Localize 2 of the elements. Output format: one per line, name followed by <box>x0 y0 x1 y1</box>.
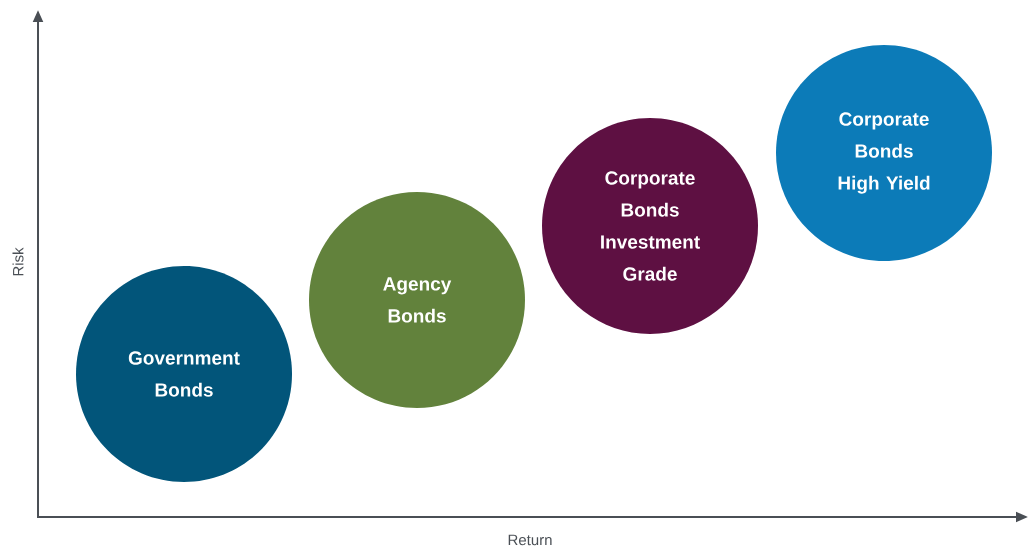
axis-label: Risk <box>12 247 24 276</box>
axis-label: Return <box>508 534 552 546</box>
